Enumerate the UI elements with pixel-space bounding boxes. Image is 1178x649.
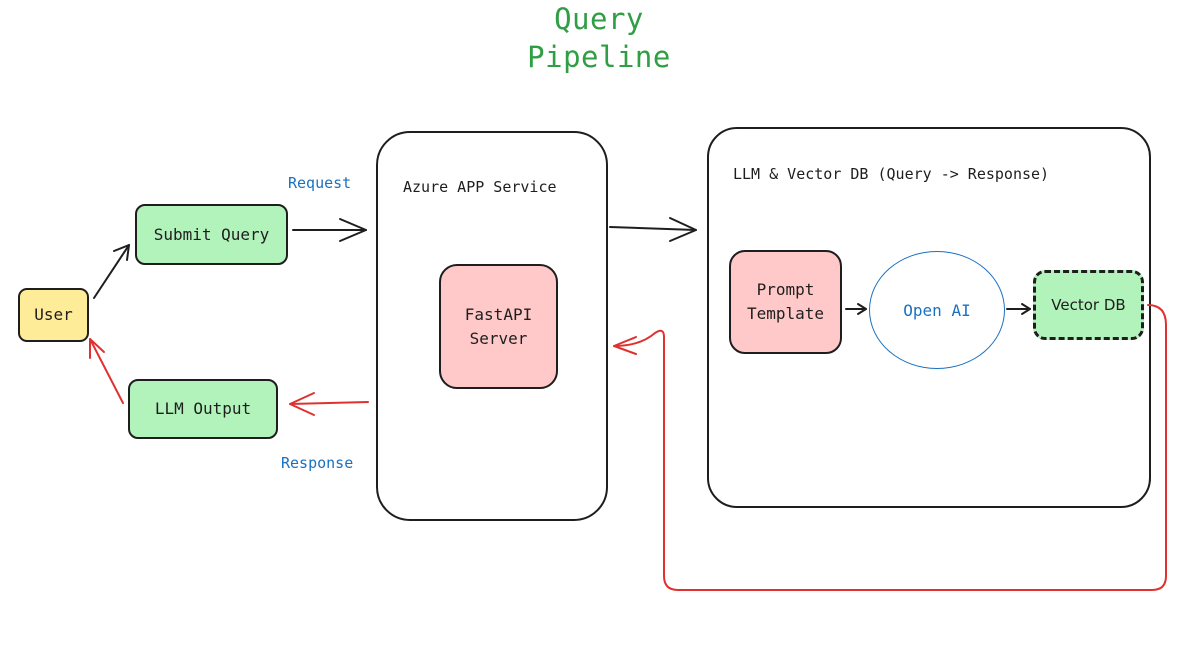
arrow-azure-to-llm-output-head bbox=[289, 392, 315, 416]
response-label: Response bbox=[281, 454, 354, 472]
arrow-submit-to-azure-head bbox=[339, 218, 367, 242]
arrow-azure-to-llm-head bbox=[669, 217, 697, 242]
request-label: Request bbox=[288, 174, 352, 192]
arrow-llm-output-to-user bbox=[89, 338, 124, 404]
user-node[interactable]: User bbox=[18, 288, 89, 342]
diagram-title: Query Pipeline bbox=[489, 0, 709, 76]
azure-app-service-container bbox=[376, 131, 608, 521]
user-node-label: User bbox=[34, 305, 73, 324]
arrow-azure-to-llm bbox=[609, 226, 697, 231]
arrow-vectordb-return-loop-head bbox=[613, 336, 637, 355]
diagram-title-line1: Query bbox=[554, 2, 644, 36]
llm-output-node[interactable]: LLM Output bbox=[128, 379, 278, 439]
llm-vector-db-label: LLM & Vector DB (Query -> Response) bbox=[733, 165, 1050, 183]
open-ai-node[interactable]: Open AI bbox=[869, 251, 1005, 369]
arrow-user-to-submit-query bbox=[93, 244, 130, 299]
llm-output-node-label: LLM Output bbox=[154, 399, 252, 418]
open-ai-node-label: Open AI bbox=[903, 300, 971, 320]
prompt-template-node-label-line1: Prompt bbox=[756, 280, 815, 299]
prompt-template-node[interactable]: Prompt Template bbox=[729, 250, 842, 354]
fastapi-server-node[interactable]: FastAPI Server bbox=[439, 264, 558, 389]
submit-query-node-label: Submit Query bbox=[153, 224, 270, 244]
arrow-llm-output-to-user-head bbox=[89, 338, 105, 359]
submit-query-node[interactable]: Submit Query bbox=[135, 204, 288, 265]
prompt-template-node-label-line2: Template bbox=[746, 304, 825, 323]
fastapi-server-node-label-line2: Server bbox=[469, 328, 528, 348]
arrow-user-to-submit-query-head bbox=[113, 244, 130, 261]
vector-db-node-label: Vector DB bbox=[1051, 296, 1126, 314]
fastapi-server-node-label-line1: FastAPI bbox=[464, 304, 533, 324]
azure-app-service-label: Azure APP Service bbox=[403, 178, 557, 196]
arrow-azure-to-llm-output bbox=[289, 401, 369, 405]
diagram-title-line2: Pipeline bbox=[527, 40, 671, 74]
vector-db-node[interactable]: Vector DB bbox=[1033, 270, 1144, 340]
